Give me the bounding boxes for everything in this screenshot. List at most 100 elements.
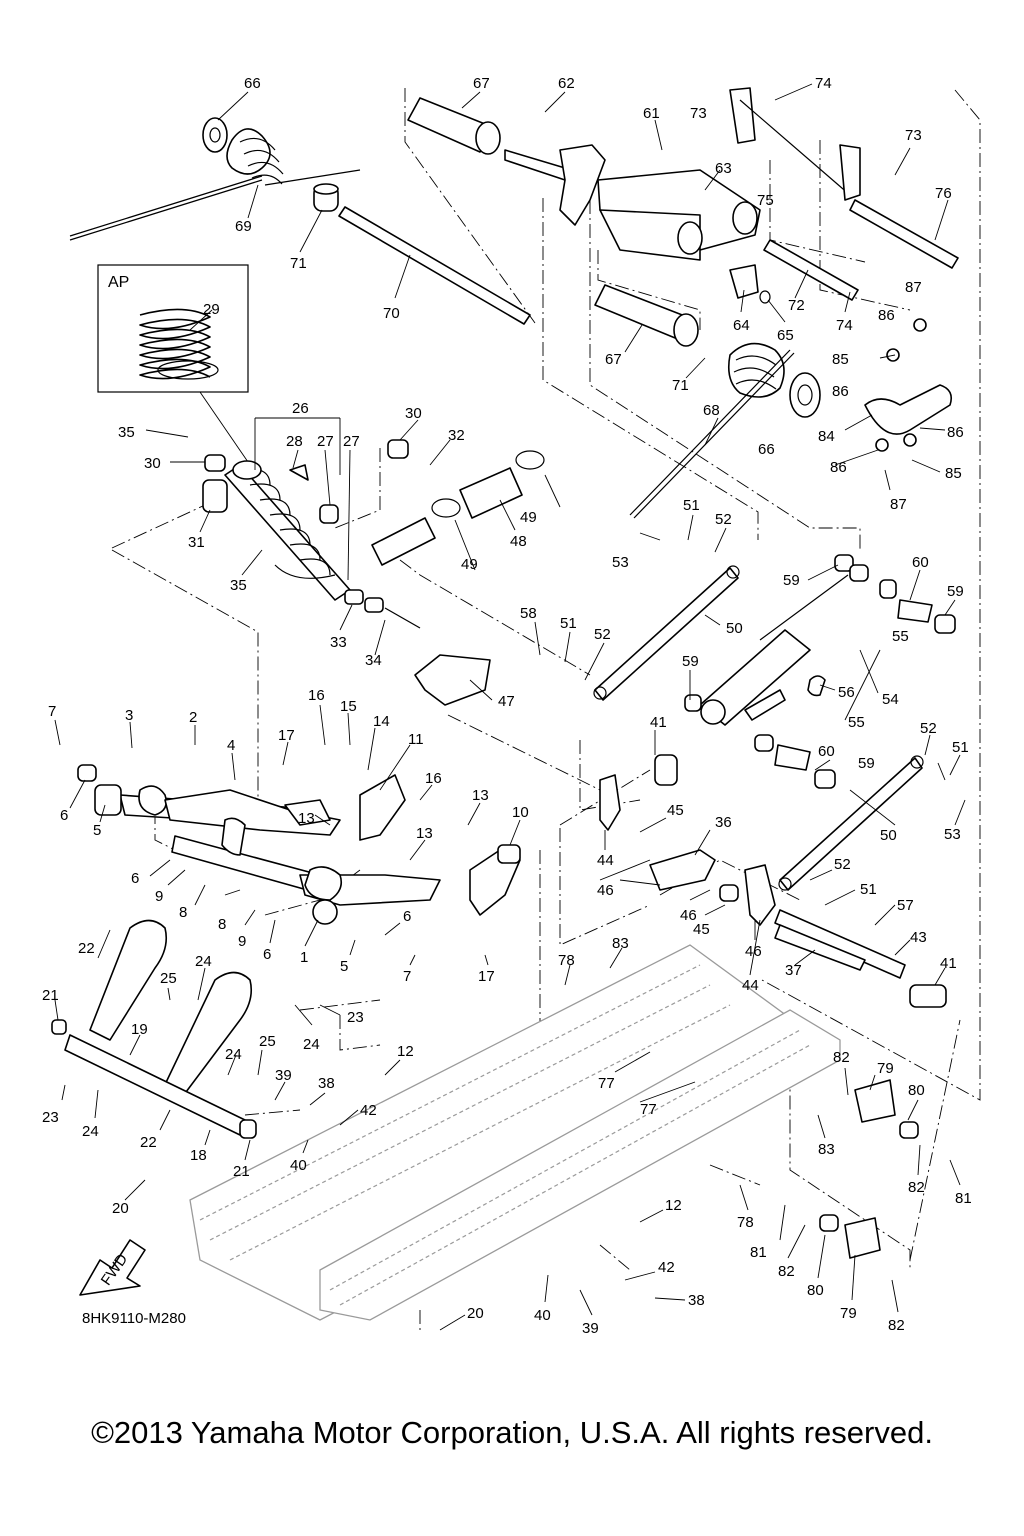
- callout-78: 78: [737, 1214, 754, 1231]
- callout-24: 24: [303, 1036, 320, 1053]
- callout-51: 51: [560, 615, 577, 632]
- callout-23: 23: [347, 1009, 364, 1026]
- callout-24: 24: [82, 1123, 99, 1140]
- callout-59: 59: [858, 755, 875, 772]
- callout-10: 10: [512, 804, 529, 821]
- callout-15: 15: [340, 698, 357, 715]
- callout-numbers: 66 67 62 61 73 74 73 63 75 76 69 71 70 6…: [42, 75, 972, 1337]
- callout-26: 26: [292, 400, 309, 417]
- callout-25: 25: [259, 1033, 276, 1050]
- fwd-arrow-icon: FWD: [79, 1239, 146, 1296]
- callout-27: 27: [343, 433, 360, 450]
- bracket-10-11: [359, 774, 521, 916]
- callout-72: 72: [788, 297, 805, 314]
- pivot-bracket-36-44: [599, 754, 776, 926]
- callout-51: 51: [952, 739, 969, 756]
- callout-50: 50: [726, 620, 743, 637]
- callout-29: 29: [203, 301, 220, 318]
- callout-49: 49: [461, 556, 478, 573]
- callout-45: 45: [667, 802, 684, 819]
- callout-21: 21: [233, 1163, 250, 1180]
- callout-6: 6: [60, 807, 68, 824]
- callout-36: 36: [715, 814, 732, 831]
- callout-82: 82: [833, 1049, 850, 1066]
- callout-6: 6: [403, 908, 411, 925]
- callout-45: 45: [693, 921, 710, 938]
- callout-49: 49: [520, 509, 537, 526]
- callout-58: 58: [520, 605, 537, 622]
- callout-62: 62: [558, 75, 575, 92]
- callout-56: 56: [838, 684, 855, 701]
- callout-20: 20: [112, 1200, 129, 1217]
- callout-52: 52: [594, 626, 611, 643]
- callout-22: 22: [140, 1134, 157, 1151]
- callout-74: 74: [815, 75, 832, 92]
- callout-7: 7: [403, 968, 411, 985]
- callout-33: 33: [330, 634, 347, 651]
- callout-38: 38: [318, 1075, 335, 1092]
- callout-30: 30: [144, 455, 161, 472]
- callout-43: 43: [910, 929, 927, 946]
- torsion-spring-right: [629, 342, 821, 519]
- callout-leaders: [54, 83, 966, 1331]
- spring-29-icon: [139, 308, 219, 380]
- callout-53: 53: [944, 826, 961, 843]
- bushing-71: [313, 183, 339, 212]
- torsion-spring-left: [69, 117, 361, 241]
- callout-74: 74: [836, 317, 853, 334]
- callout-77: 77: [598, 1075, 615, 1092]
- callout-71: 71: [290, 255, 307, 272]
- callout-73: 73: [905, 127, 922, 144]
- rear-arm-assembly-22: [51, 919, 257, 1139]
- callout-6: 6: [263, 946, 271, 963]
- main-pivot-arm-63: [504, 144, 761, 261]
- callout-83: 83: [818, 1141, 835, 1158]
- callout-12: 12: [665, 1197, 682, 1214]
- callout-44: 44: [597, 852, 614, 869]
- link-rod-50-lower: [778, 755, 924, 891]
- callout-80: 80: [807, 1282, 824, 1299]
- callout-59: 59: [947, 583, 964, 600]
- slide-rail-right: [319, 1009, 841, 1321]
- callout-11: 11: [408, 731, 424, 748]
- shaft-37-43: [774, 909, 947, 1008]
- callout-60: 60: [818, 743, 835, 760]
- callout-66: 66: [244, 75, 261, 92]
- callout-17: 17: [478, 968, 495, 985]
- callout-8: 8: [218, 916, 226, 933]
- callout-51: 51: [683, 497, 700, 514]
- callout-16: 16: [308, 687, 325, 704]
- rear-shock-54: [699, 574, 849, 726]
- callout-54: 54: [882, 691, 899, 708]
- bracket-47: [414, 654, 491, 706]
- callout-80: 80: [908, 1082, 925, 1099]
- callout-30: 30: [405, 405, 422, 422]
- callout-23: 23: [42, 1109, 59, 1126]
- inset-title: AP: [108, 274, 129, 291]
- callout-59: 59: [783, 572, 800, 589]
- callout-86: 86: [832, 383, 849, 400]
- callout-59: 59: [682, 653, 699, 670]
- callout-51: 51: [860, 881, 877, 898]
- callout-78: 78: [558, 952, 575, 969]
- callout-41: 41: [650, 714, 667, 731]
- callout-27: 27: [317, 433, 334, 450]
- callout-46: 46: [680, 907, 697, 924]
- tube-67-upper: [407, 97, 501, 155]
- callout-37: 37: [785, 962, 802, 979]
- callout-22: 22: [78, 940, 95, 957]
- callout-67: 67: [605, 351, 622, 368]
- callout-19: 19: [131, 1021, 148, 1038]
- callout-79: 79: [877, 1060, 894, 1077]
- callout-81: 81: [750, 1244, 767, 1261]
- callout-31: 31: [188, 534, 205, 551]
- callout-18: 18: [190, 1147, 207, 1164]
- callout-1: 1: [300, 949, 308, 966]
- callout-3: 3: [125, 707, 133, 724]
- link-rod-50-upper: [593, 565, 740, 701]
- diagram-code: 8HK9110-M280: [82, 1310, 186, 1327]
- callout-9: 9: [238, 933, 246, 950]
- callout-47: 47: [498, 693, 515, 710]
- callout-83: 83: [612, 935, 629, 952]
- bolts-33-34: [344, 589, 421, 629]
